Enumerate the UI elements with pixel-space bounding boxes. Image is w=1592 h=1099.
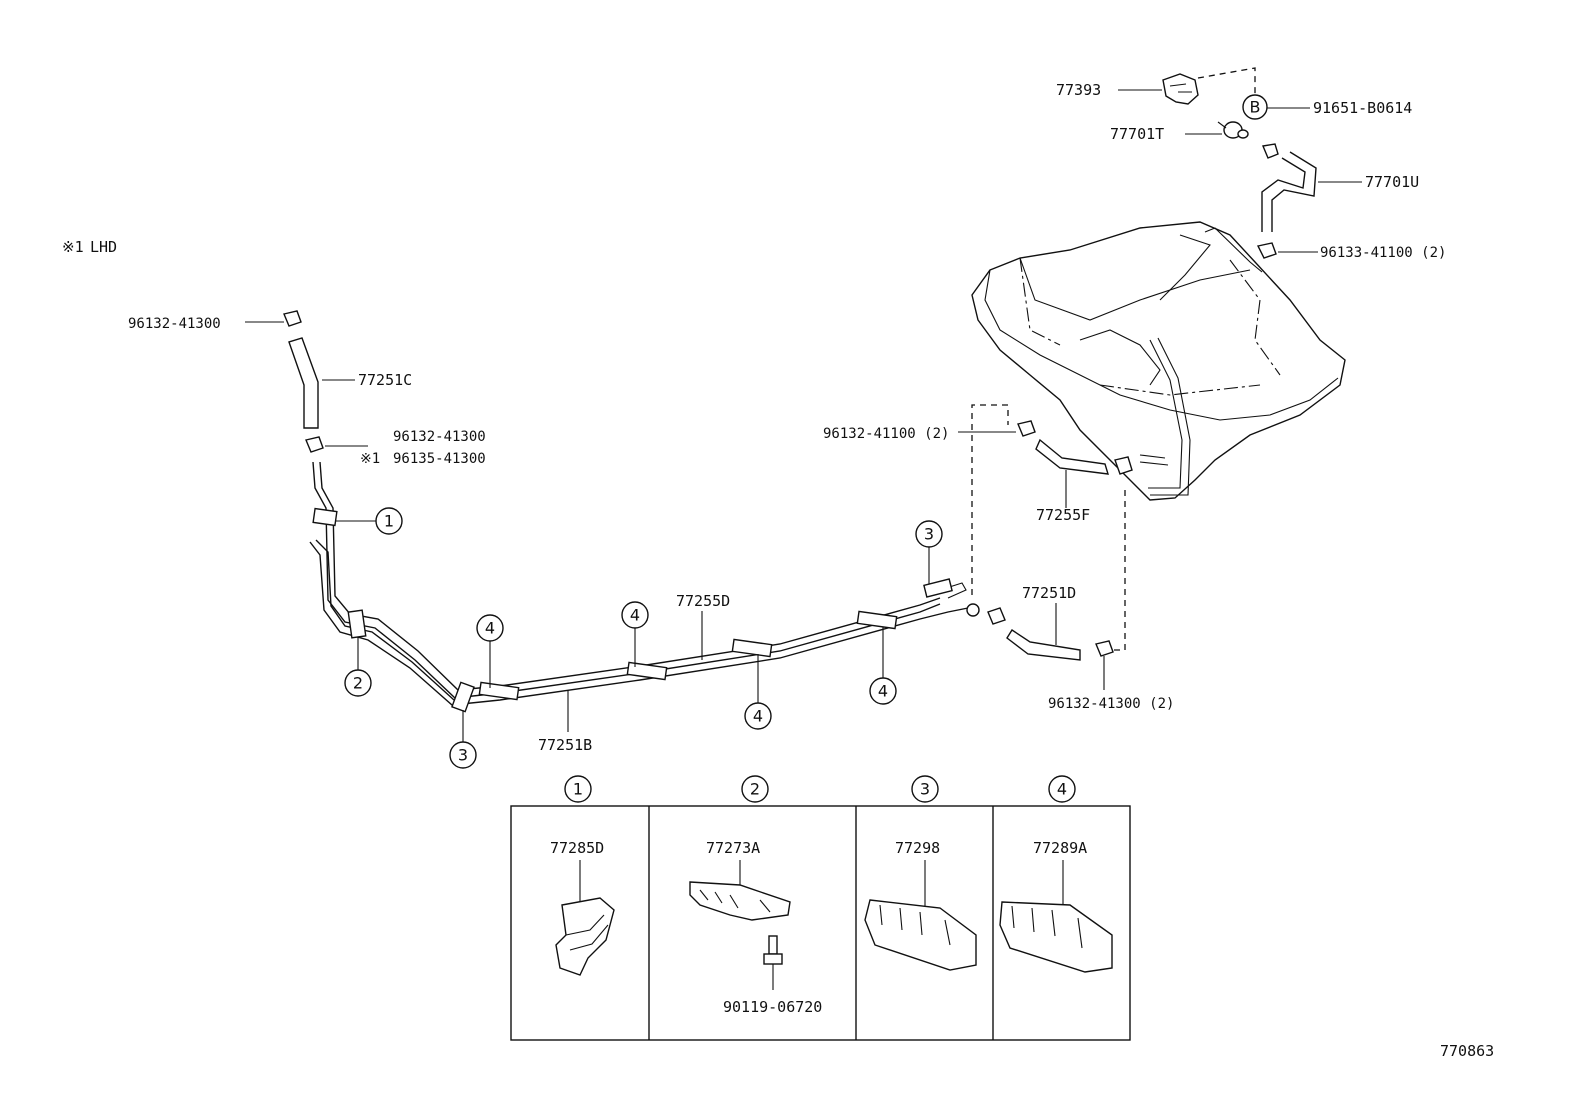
clamp-77298-drawing [864,899,977,971]
callout-4-d: 4 [869,677,897,705]
inset-header-4: 4 [1048,775,1076,803]
svg-text:3: 3 [920,780,930,799]
inset-table [510,805,1131,1041]
clamp-77289A-drawing [999,901,1113,973]
inset-header-1: 1 [564,775,592,803]
clamp-4-on-pipe-a [478,681,520,701]
label-90119-06720: 90119-06720 [723,998,822,1016]
svg-text:3: 3 [458,746,468,765]
hose-77251C [288,337,319,429]
label-77393: 77393 [1056,81,1101,99]
clamp-4-on-pipe-d [856,610,898,630]
callout-4-c: 4 [744,702,772,730]
svg-text:4: 4 [1057,780,1067,799]
label-77701T: 77701T [1110,125,1164,143]
clamp-2-on-pipe [347,609,367,639]
clamp-1-on-pipe [312,507,338,527]
vent-valve-bracket-77393 [1162,73,1199,105]
clamp-3-on-pipe-right [923,578,953,598]
clamp-4-on-pipe-b [626,661,668,681]
label-77255F: 77255F [1036,506,1090,524]
clamp-3-on-pipe-left [451,681,475,713]
clamp-96133 [1256,242,1277,259]
diagram-reference-id: 770863 [1440,1042,1494,1060]
svg-text:2: 2 [750,780,760,799]
label-77701U: 77701U [1365,173,1419,191]
label-77298: 77298 [895,839,940,857]
label-91651-B0614: 91651-B0614 [1313,99,1412,117]
label-96132-41300-top: 96132-41300 [128,316,221,332]
vent-hose-77701U [1261,151,1317,232]
hose-clip-77255F [1114,456,1133,475]
hose-77251D [1006,629,1081,661]
svg-text:2: 2 [353,674,363,693]
label-77251B: 77251B [538,736,592,754]
fuel-tank [971,221,1346,501]
svg-text:B: B [1250,98,1261,117]
svg-text:3: 3 [924,525,934,544]
callout-4-a: 4 [476,614,504,642]
clamp-4-on-pipe-c [731,638,773,658]
label-96132-41100: 96132-41100 (2) [823,426,949,442]
svg-text:4: 4 [485,619,495,638]
callout-b: B [1242,94,1268,120]
svg-text:1: 1 [573,780,583,799]
label-77285D: 77285D [550,839,604,857]
clamp-77273A-drawing [689,881,791,921]
label-77251C: 77251C [358,371,412,389]
svg-text:4: 4 [878,682,888,701]
label-77289A: 77289A [1033,839,1087,857]
svg-text:1: 1 [384,512,394,531]
pipe-end-fitting [966,603,980,617]
clamp-77285D-drawing [555,897,615,976]
label-96132-41300-bottom: 96132-41300 (2) [1048,696,1174,712]
hose-clip-upper [1262,143,1279,159]
hose-77255F [1035,438,1109,475]
callout-3-right: 3 [915,520,943,548]
lhd-note-symbol: ※1 [62,238,84,256]
lhd-note-text: LHD [90,238,117,256]
svg-text:4: 4 [630,606,640,625]
label-96135-41300: 96135-41300 [393,451,486,467]
clamp-96132-bottom [1095,640,1114,657]
callout-3-left: 3 [449,741,477,769]
clamp-96132-top [283,310,302,327]
bolt-90119-drawing [763,935,783,965]
vent-valve-77701T [1217,121,1249,139]
callout-4-b: 4 [621,601,649,629]
clamp-96132-mid [305,436,324,453]
svg-text:4: 4 [753,707,763,726]
callout-2: 2 [344,669,372,697]
callout-1: 1 [375,507,403,535]
label-96135-symbol: ※1 [360,451,380,467]
label-77251D: 77251D [1022,584,1076,602]
label-96133-41100: 96133-41100 (2) [1320,245,1446,261]
inset-header-3: 3 [911,775,939,803]
label-77273A: 77273A [706,839,760,857]
clamp-96132-41100 [1017,420,1036,437]
label-96132-41300-mid: 96132-41300 [393,429,486,445]
label-77255D: 77255D [676,592,730,610]
inset-header-2: 2 [741,775,769,803]
clamp-lower-left [987,607,1006,625]
